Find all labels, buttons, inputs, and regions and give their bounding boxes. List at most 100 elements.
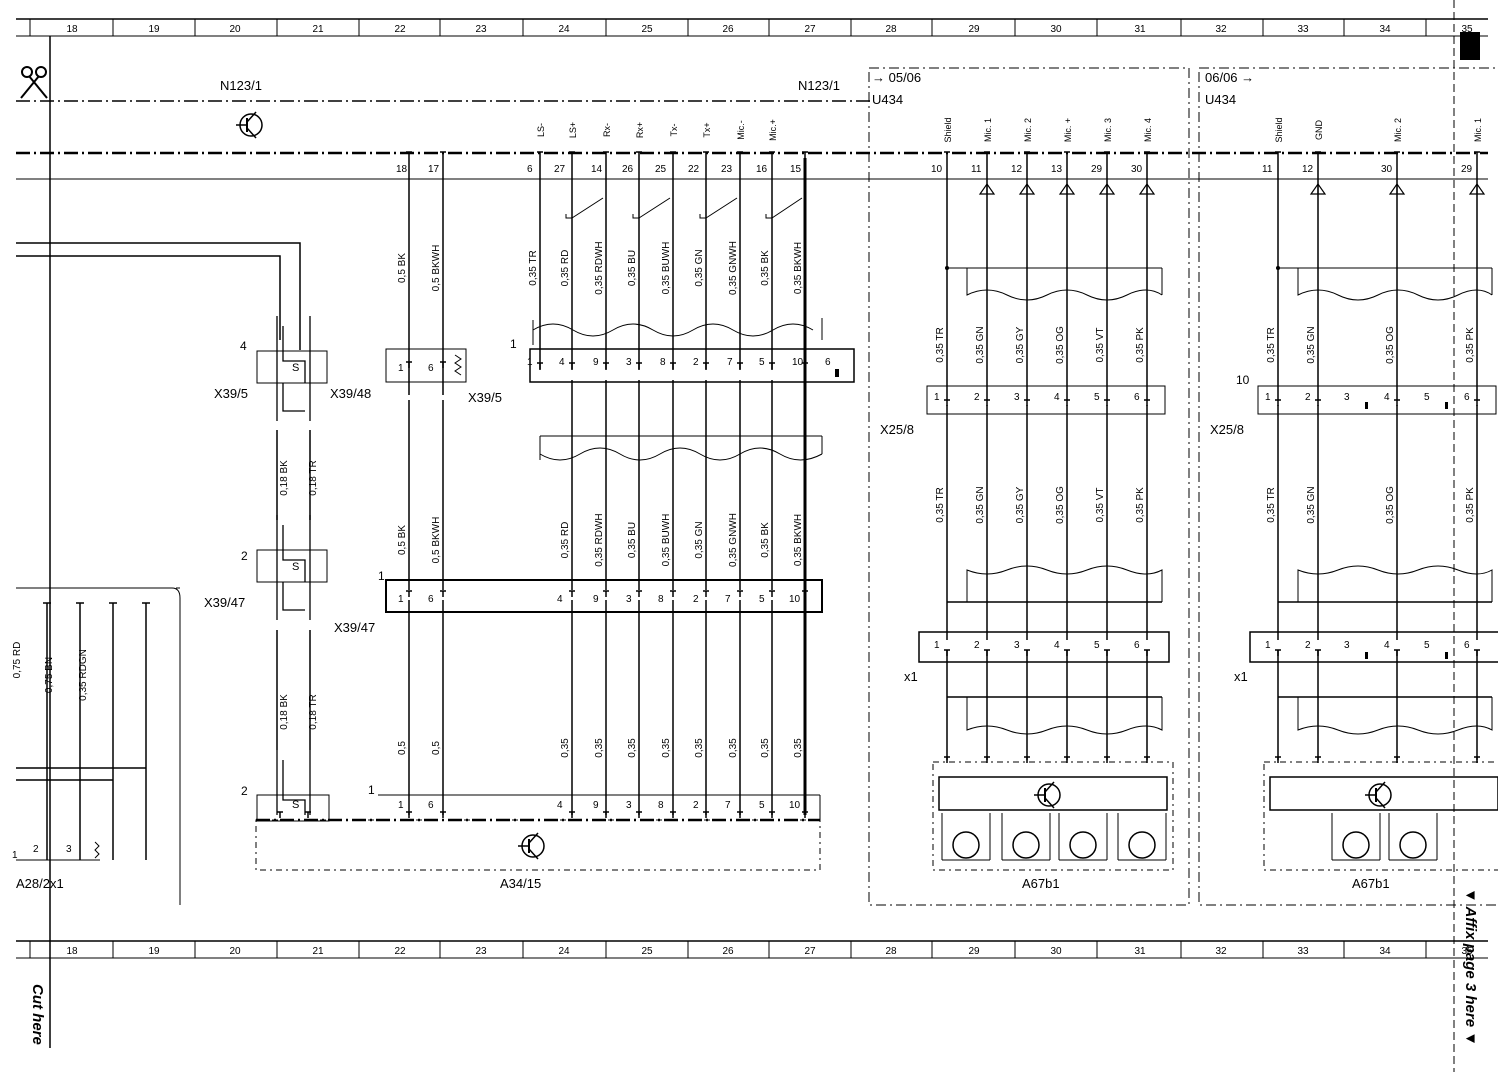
u434-a-a67b1-board (938, 776, 1168, 811)
wire-label-middle: 0,35 GN (694, 521, 705, 558)
n123-terminal (802, 151, 808, 158)
conn-num: 10 (1236, 373, 1250, 387)
n123-pin-15: 15 (790, 164, 802, 175)
pin-plug (1445, 652, 1448, 659)
speaker-circle (952, 831, 980, 859)
n123-terminal (569, 151, 575, 158)
u434-a-pin-num: 30 (1131, 164, 1143, 175)
a67-terminal (944, 756, 950, 763)
x39-5-terminal (537, 362, 543, 369)
x1-terminal (1104, 649, 1110, 656)
a34-terminal (440, 811, 446, 818)
u434-a-pin-name: Mic. 2 (1023, 118, 1033, 142)
u434-a-wire-label-upper: 0,35 GY (1015, 326, 1026, 363)
n123-transistor-icon (236, 111, 263, 139)
wire-label-middle: 0,35 BK (760, 522, 771, 558)
n123-pin-name: LS- (536, 123, 546, 137)
u434-a-wire-label-lower: 0,35 GN (975, 486, 986, 523)
speaker-circle (1342, 831, 1370, 859)
ruler-top-col-22: 22 (394, 24, 406, 35)
u434-b-a67-transistor-icon (1365, 781, 1392, 809)
affix-page-text: Affix page 3 here (1462, 906, 1479, 1028)
shield-pair (276, 515, 311, 620)
x25-8-label-a: X25/8 (880, 422, 914, 437)
ref-label-b: 06/06 → (1205, 70, 1254, 85)
ruler-bottom-col-33: 33 (1297, 946, 1309, 957)
microphone-signal-icon (1388, 182, 1406, 195)
cable-from-left (16, 242, 301, 350)
x39-47-connector (385, 579, 823, 613)
shield-wave (539, 447, 823, 461)
ruler-bottom-col-29: 29 (968, 946, 980, 957)
u434-b-pin-name: GND (1314, 120, 1324, 141)
a34-pin-10: 10 (789, 800, 801, 811)
ruler-bottom-col-31: 31 (1134, 946, 1146, 957)
a28-pin: 3 (66, 844, 72, 855)
ruler-top-col-26: 26 (722, 24, 734, 35)
x1-terminal (1144, 649, 1150, 656)
n123-pin-17: 17 (428, 164, 440, 175)
n123-terminal (769, 151, 775, 158)
a34-pin-4: 4 (557, 800, 563, 811)
wire-label-lower: 0,35 (560, 738, 571, 758)
x39-5-shielded-connector: S (256, 316, 328, 421)
u434-frame-a (868, 67, 1190, 906)
a28-wire-label: 0,35 RDGN (78, 649, 89, 701)
wire-label-middle: 0,35 BKWH (793, 514, 804, 566)
u434-b-wire-label-lower: 0,35 GN (1306, 486, 1317, 523)
n123-pin-name: Rx+ (635, 122, 645, 138)
a67-terminal (1315, 756, 1321, 763)
speaker-circle (1012, 831, 1040, 859)
u434-a-x25-pin-2: 2 (974, 392, 980, 403)
wire-label-lower: 0,5 (397, 741, 408, 755)
ruler-top-col-32: 32 (1215, 24, 1227, 35)
microphone-capsule-icon (1388, 813, 1438, 861)
x39-5-terminal (603, 362, 609, 369)
contact-switch (565, 197, 604, 219)
ruler-top-col-18: 18 (66, 24, 78, 35)
static-lines (16, 0, 1498, 1072)
wire-label-upper: 0,35 BKWH (793, 242, 804, 294)
microphone-signal-icon (1098, 182, 1116, 195)
ruler-bottom-col-27: 27 (804, 946, 816, 957)
ruler-top-col-25: 25 (641, 24, 653, 35)
u434-a-wire-label-upper: 0,35 TR (935, 327, 946, 362)
x39-5-connector-upper (529, 348, 855, 383)
n123-pin-name: LS+ (568, 122, 578, 138)
wire-label-lower: 0,35 (728, 738, 739, 758)
x39-5-terminal (769, 362, 775, 369)
transistor-lead (528, 848, 539, 860)
a34-pin-5: 5 (759, 800, 765, 811)
x1-terminal (1394, 649, 1400, 656)
microphone-capsule-icon (1001, 813, 1051, 861)
u434-a-wire-label-lower: 0,35 TR (935, 487, 946, 522)
u434-b-wire-label-upper: 0,35 TR (1266, 327, 1277, 362)
u434-b-pin-num: 29 (1461, 164, 1473, 175)
u434-b-terminal (1315, 151, 1321, 158)
u434-b-x1-pin-1: 1 (1265, 640, 1271, 651)
u434-a-wire-label-upper: 0,35 GN (975, 326, 986, 363)
n123-pin-14: 14 (591, 164, 603, 175)
connector-body (256, 350, 328, 384)
x39-5-terminal (737, 362, 743, 369)
n123-terminal (636, 151, 642, 158)
x25-terminal (1315, 399, 1321, 406)
u434-b-wire-label-lower: 0,35 OG (1385, 486, 1396, 524)
n123-pin-6: 6 (527, 164, 533, 175)
a34-terminal (569, 811, 575, 818)
microphone-signal-icon (1018, 182, 1036, 195)
x39-47-label-left: X39/47 (204, 595, 245, 610)
scissors-ring (35, 66, 47, 78)
shield-wave (1297, 565, 1493, 602)
transistor-lead (246, 111, 257, 123)
shield-pair-lower (276, 750, 311, 815)
u434-a-wire-label-upper: 0,35 PK (1135, 327, 1146, 363)
u434-a-pin-num: 29 (1091, 164, 1103, 175)
x25-terminal (984, 399, 990, 406)
u434-frame-b (1198, 67, 1498, 906)
u434-b-terminal (1474, 151, 1480, 158)
shield-wave (966, 268, 1163, 301)
microphone-signal-icon (1468, 182, 1486, 195)
u434-b-wire-label-upper: 0,35 OG (1385, 326, 1396, 364)
ruler-bottom-col-20: 20 (229, 946, 241, 957)
